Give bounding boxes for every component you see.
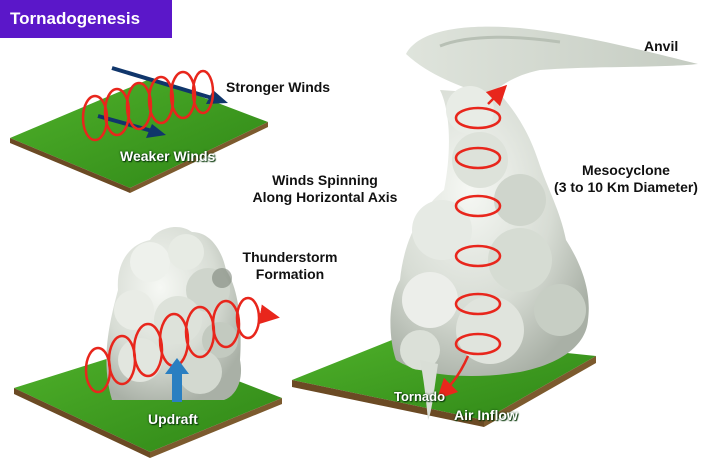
label-stronger-winds: Stronger Winds <box>226 79 331 95</box>
label-air-inflow: Air Inflow <box>454 407 518 423</box>
updraft-arrow <box>165 358 189 402</box>
title-badge: Tornadogenesis <box>0 0 172 38</box>
label-thunderstorm-line2: Formation <box>255 266 325 282</box>
panel-thunderstorm <box>14 226 282 458</box>
panel-horizontal-winds <box>10 66 268 193</box>
label-thunderstorm-formation: Thunderstorm Formation <box>228 249 352 283</box>
grass-patch-top <box>10 78 268 193</box>
label-winds-spinning: Winds Spinning Along Horizontal Axis <box>230 172 420 206</box>
label-mesocyclone-line1: Mesocyclone <box>582 162 670 178</box>
panel-mesocyclone <box>292 26 698 427</box>
label-mesocyclone-line2: (3 to 10 Km Diameter) <box>554 179 698 195</box>
label-updraft: Updraft <box>148 411 198 427</box>
thunderstorm-spiral <box>84 296 280 394</box>
mesocyclone-spiral <box>436 84 508 400</box>
horizontal-spiral <box>81 69 215 142</box>
label-mesocyclone: Mesocyclone (3 to 10 Km Diameter) <box>540 162 712 196</box>
label-winds-spinning-line2: Along Horizontal Axis <box>252 189 398 205</box>
mesocyclone-cloud <box>390 86 589 376</box>
anvil-cloud <box>406 26 698 97</box>
tornado-funnel <box>420 360 438 420</box>
label-weaker-winds: Weaker Winds <box>120 148 216 164</box>
label-anvil: Anvil <box>644 38 679 54</box>
label-thunderstorm-line1: Thunderstorm <box>242 249 338 265</box>
label-winds-spinning-line1: Winds Spinning <box>272 172 378 188</box>
label-tornado: Tornado <box>394 389 446 404</box>
